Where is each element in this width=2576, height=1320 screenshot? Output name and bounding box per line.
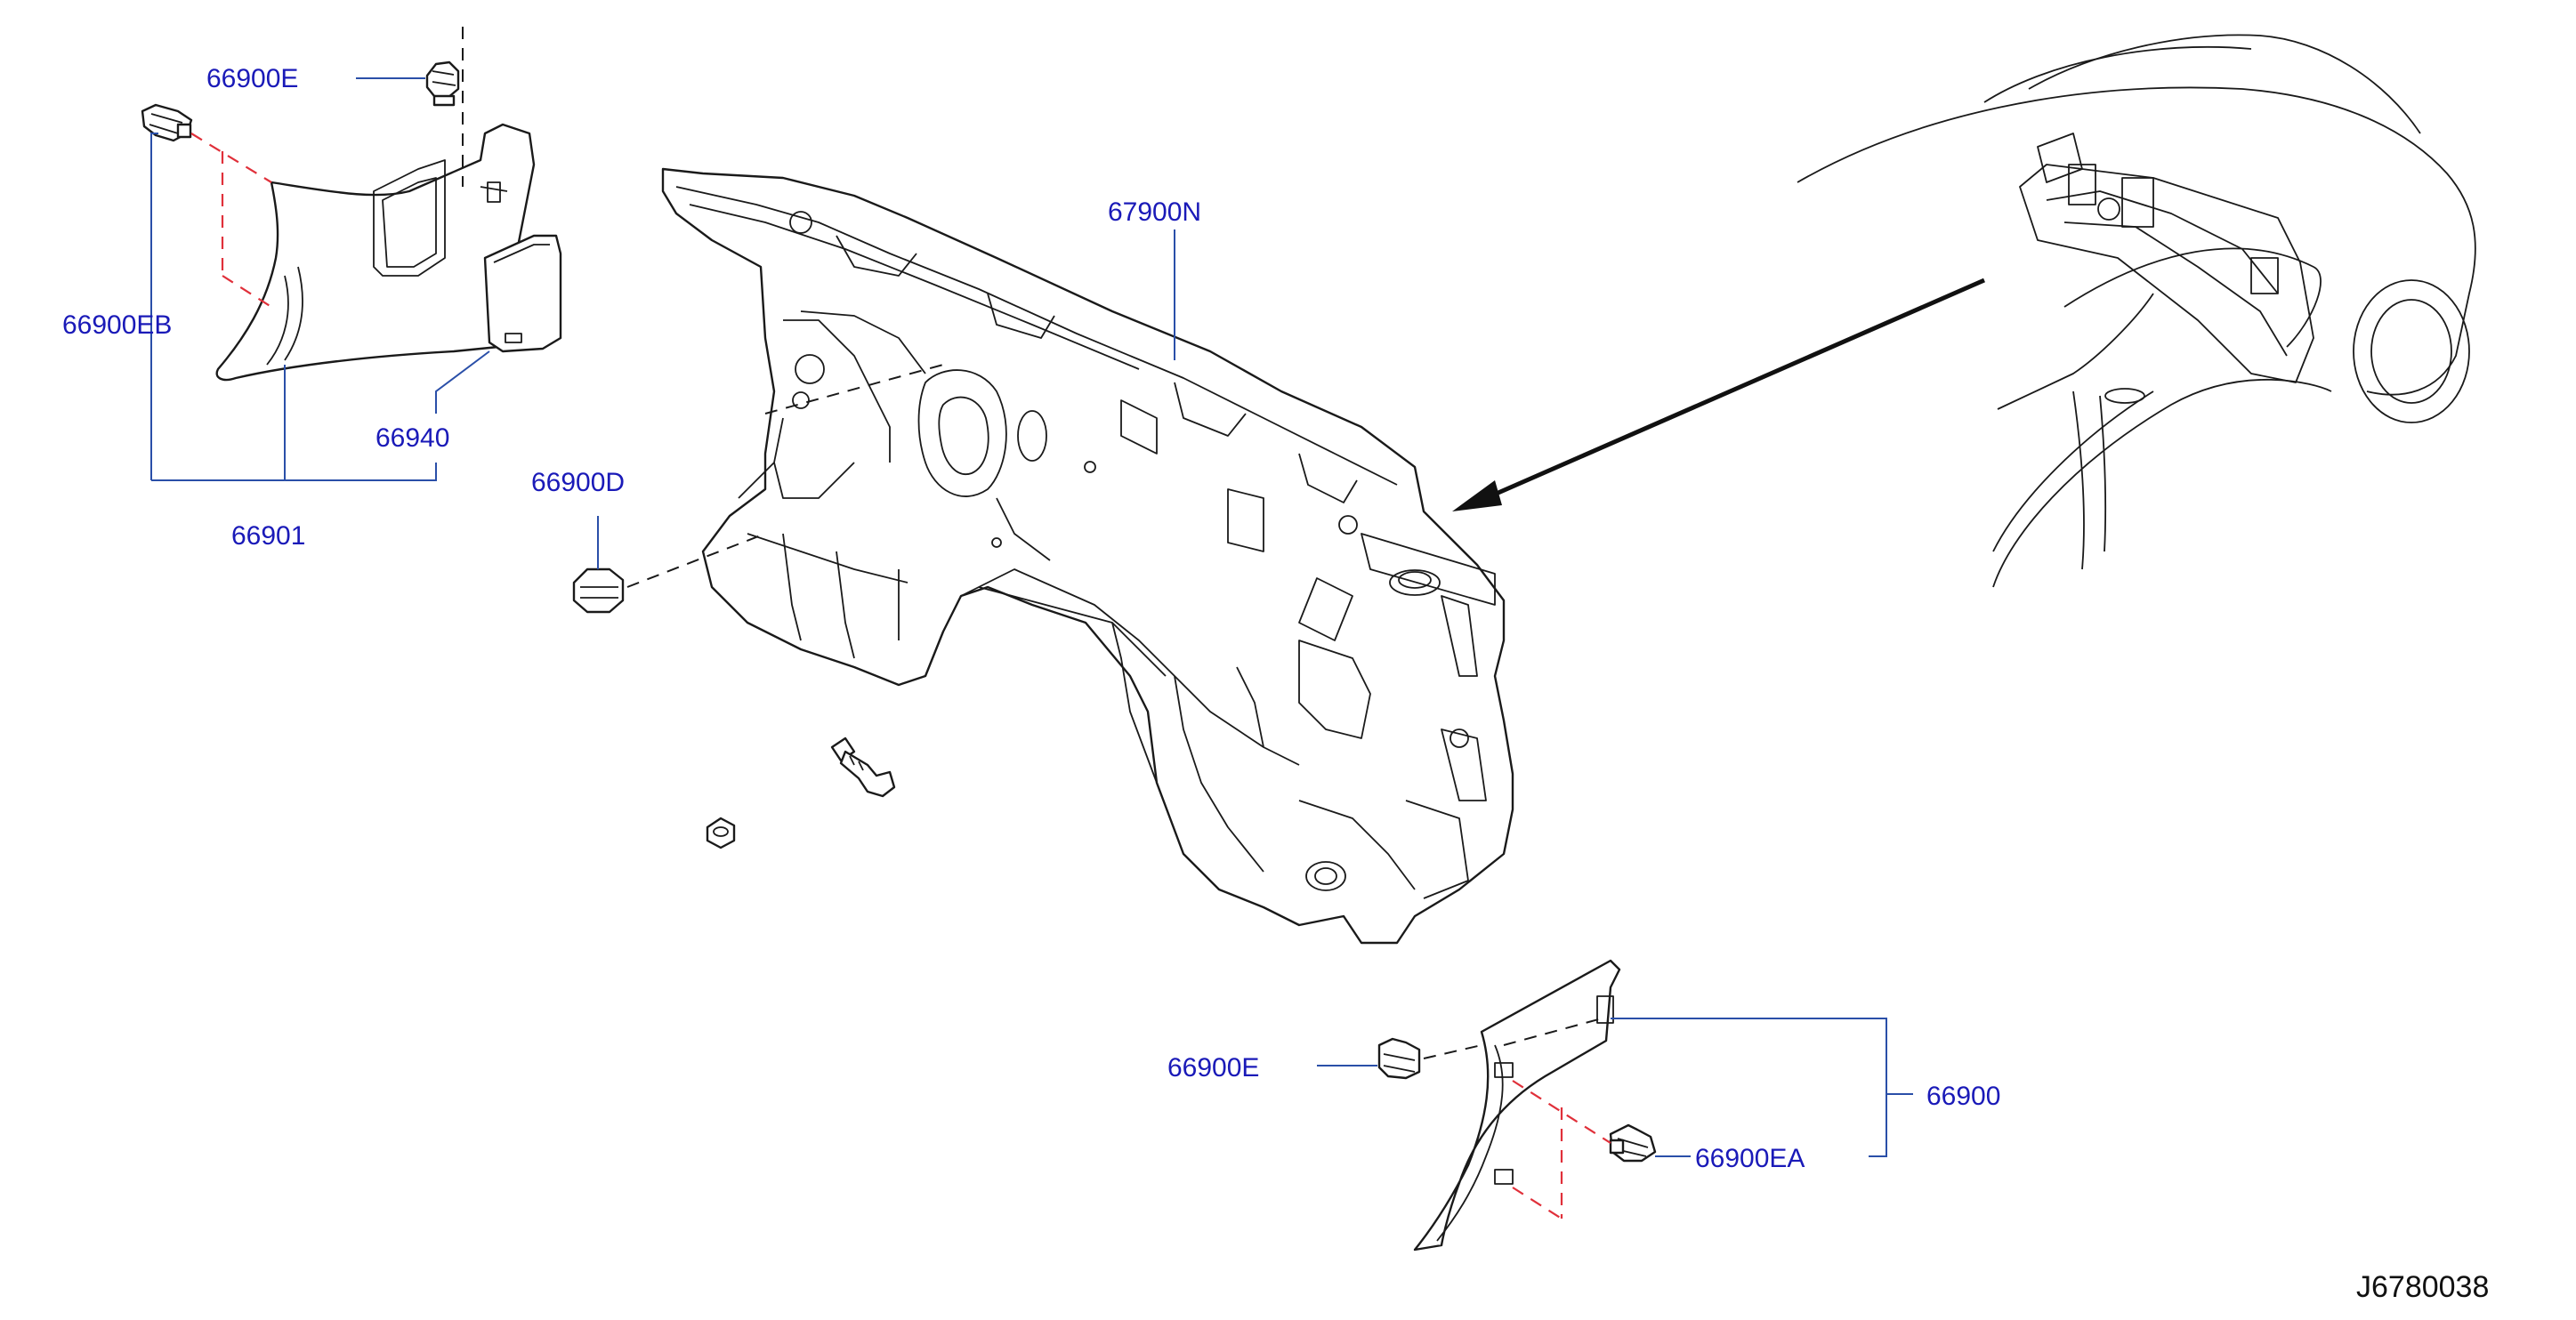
leader-lines (150, 77, 1913, 1157)
callout-66940: 66940 (375, 423, 449, 453)
bolt (830, 736, 896, 798)
clip-66900EA (1609, 1123, 1657, 1163)
access-lid-66940 (483, 234, 562, 353)
callout-67900N: 67900N (1108, 197, 1201, 227)
callout-66900EB: 66900EB (62, 310, 172, 340)
callout-66900EA: 66900EA (1695, 1144, 1805, 1173)
dash-insulator-panel (661, 167, 1514, 945)
callout-66901: 66901 (231, 521, 305, 551)
clip-66900E-lower (1377, 1037, 1421, 1080)
clip-66900EB (141, 103, 193, 142)
kick-panel-66900 (1413, 959, 1621, 1252)
drawing-code: J6780038 (2356, 1270, 2489, 1304)
kick-panel-66901 (215, 123, 536, 382)
callout-66900E-lower: 66900E (1167, 1053, 1259, 1083)
callout-66900D: 66900D (531, 468, 625, 497)
location-arrow (1452, 278, 1986, 511)
callout-66900: 66900 (1926, 1082, 2000, 1111)
callout-66900E-upper: 66900E (206, 64, 298, 93)
vehicle-location-illustration (1797, 34, 2476, 588)
nut (706, 817, 736, 849)
clip-66900D (572, 567, 625, 614)
clip-66900E-upper (425, 60, 460, 107)
